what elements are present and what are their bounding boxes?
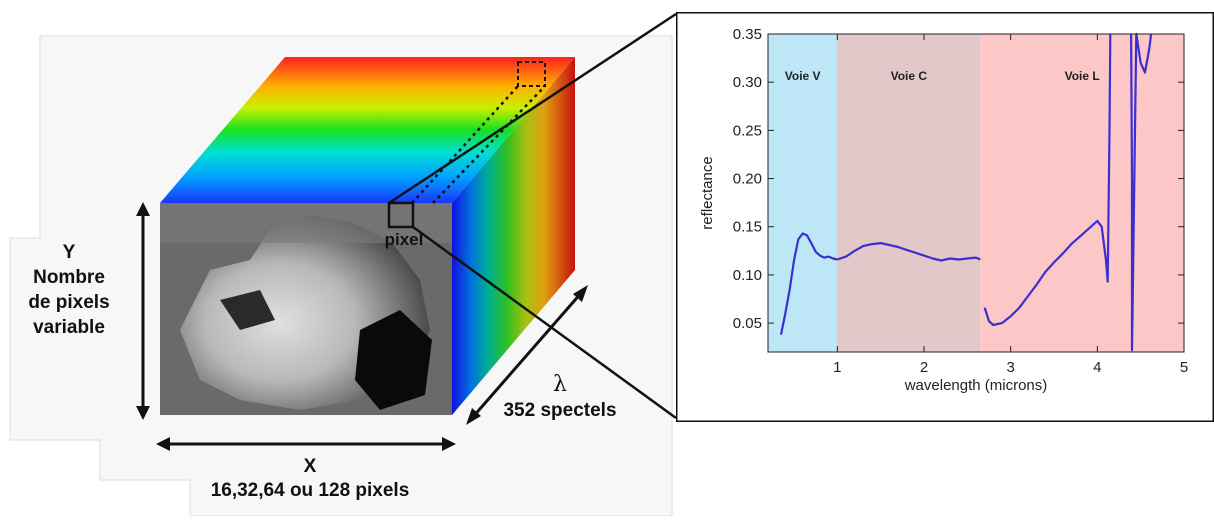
y-tick-label: 0.20 [733,171,762,188]
lunar-plain [160,203,452,243]
lunar-shadow [355,310,432,410]
lambda-desc: 352 spectels [503,400,617,421]
lambda-caption: λ 352 spectels [470,372,650,424]
spectrum-line-segment-4 [1130,32,1153,352]
callout-line-top [388,12,677,205]
y-arrow-head-top [136,202,150,216]
y-axis-desc-1: Nombre [33,267,105,288]
lambda-symbol: λ [553,372,567,397]
pixel-square [387,201,415,229]
spectrum-chart: Voie V Voie C Voie L 1 2 3 4 5 0.05 0.10 0.15 0.20… [676,12,1214,422]
x-tick-label: 3 [1006,359,1014,376]
region-1 [768,34,838,352]
x-axis-desc: 16,32,64 ou 128 pixels [210,480,410,501]
y-arrow-head-bottom [136,406,150,420]
cube-illustration [9,12,677,517]
y-tick-label: 0.30 [733,74,762,91]
y-axis-label: Y [62,242,76,263]
y-tick-label: 0.10 [733,267,762,284]
lambda-arrow-head-bottom [466,408,481,425]
region-label-2: Voie C [891,69,928,83]
lambda-arrow [470,291,584,419]
spectrum-line-segment-1 [779,232,838,335]
dotted-column-edge-2 [432,85,546,204]
x-arrow-head-left [156,437,170,451]
cube-top-face [160,57,575,203]
spectrum-line-segment-2 [836,242,981,262]
pixel-label: pixel [384,230,424,249]
y-tick-label: 0.15 [733,219,762,236]
y-tick-label: 0.35 [733,26,762,43]
dotted-column-edge-1 [411,85,519,204]
region-label-1: Voie V [785,69,821,83]
x-tick-label: 2 [920,359,928,376]
x-axis-title: wavelength (microns) [904,377,1048,394]
lunar-crater [220,290,275,330]
x-arrow-head-right [442,437,456,451]
y-axis-caption: Y Nombre de pixels variable [14,240,124,340]
x-axis-label: X [303,456,317,477]
cube-panel: Y Nombre de pixels variable X 16,32,64 o… [9,12,677,517]
y-tick-label: 0.25 [733,122,762,139]
plot-frame [767,33,1185,353]
cube-side-face [452,57,575,415]
y-axis-title: reflectance [699,156,716,229]
x-axis-caption: X 16,32,64 ou 128 pixels [160,455,460,503]
y-axis-desc-2: de pixels [28,292,110,313]
region-label-3: Voie L [1065,69,1100,83]
callout-line-bottom [412,225,677,420]
x-tick-label: 1 [833,359,841,376]
x-tick-label: 5 [1180,359,1188,376]
y-tick-label: 0.05 [733,315,762,332]
lambda-arrow-head-top [573,285,588,302]
region-2 [837,34,981,352]
y-axis-desc-3: variable [33,317,105,338]
region-3 [980,34,1184,352]
spectrum-line-segment-3 [983,33,1112,327]
x-tick-label: 4 [1093,359,1101,376]
